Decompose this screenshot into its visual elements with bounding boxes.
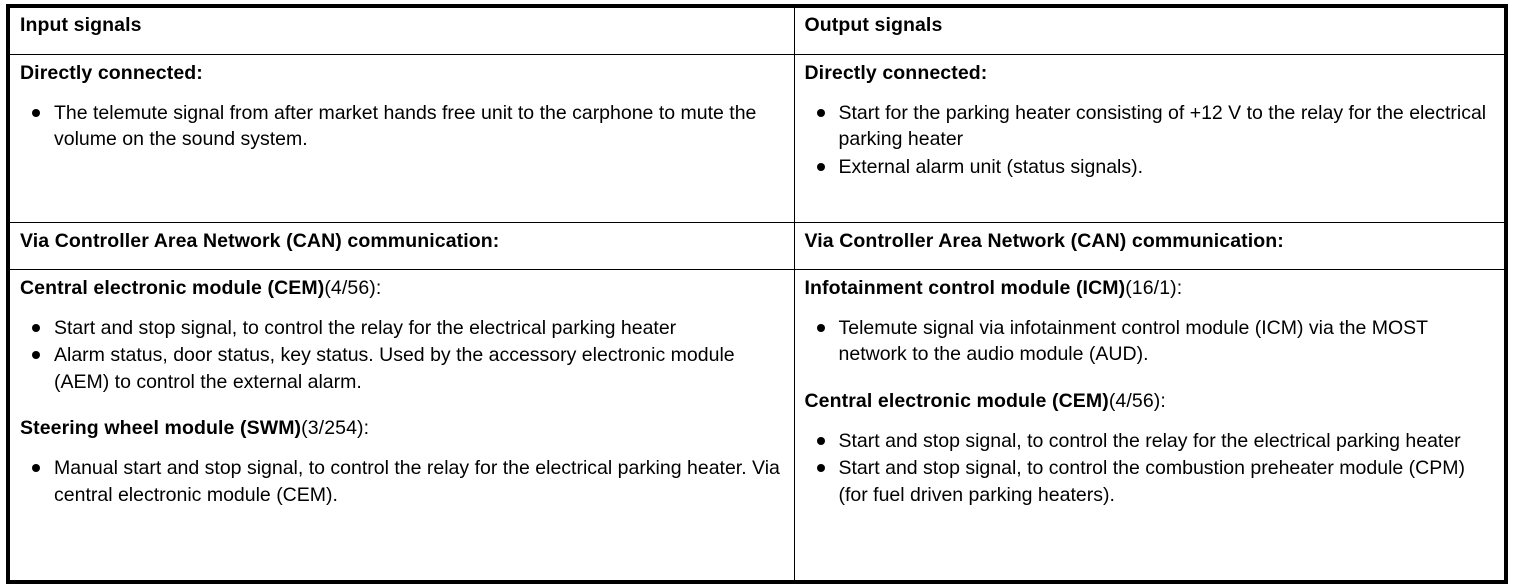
bullet-list-input-swm: Manual start and stop signal, to control…: [20, 455, 784, 508]
bullet-list-output-cem: Start and stop signal, to control the re…: [805, 428, 1495, 509]
table-row-can-details: Central electronic module (CEM)(4/56): S…: [10, 268, 1504, 580]
table-header-cell-input: Input signals: [10, 8, 795, 55]
cell-output-directly-connected: Directly connected: Start for the parkin…: [793, 53, 1504, 223]
list-item: Alarm status, door status, key status. U…: [20, 342, 784, 395]
table-row-directly-connected: Directly connected: The telemute signal …: [10, 53, 1504, 223]
cell-output-can-details: Infotainment control module (ICM)(16/1):…: [793, 268, 1504, 580]
module-name-swm-input: Steering wheel module (SWM): [20, 417, 302, 440]
table-row-can-communication: Via Controller Area Network (CAN) commun…: [10, 221, 1504, 270]
column-header-input-signals: Input signals: [20, 14, 142, 36]
heading-directly-connected-input: Directly connected:: [20, 61, 203, 84]
heading-can-communication-input: Via Controller Area Network (CAN) commun…: [20, 229, 500, 252]
signals-table: Input signals Output signals Directly co…: [6, 4, 1508, 584]
bullet-list-input-cem: Start and stop signal, to control the re…: [20, 315, 784, 396]
cell-input-directly-connected: Directly connected: The telemute signal …: [10, 53, 795, 223]
heading-module-cem-input: Central electronic module (CEM)(4/56):: [20, 275, 784, 301]
bullet-list-output-directly-connected: Start for the parking heater consisting …: [805, 100, 1495, 181]
list-item: Start and stop signal, to control the re…: [20, 315, 784, 342]
heading-module-icm-output: Infotainment control module (ICM)(16/1):: [805, 275, 1495, 301]
list-item: Telemute signal via infotainment control…: [805, 315, 1495, 368]
bullet-list-input-directly-connected: The telemute signal from after market ha…: [20, 100, 784, 153]
module-name-icm-output: Infotainment control module (ICM): [804, 276, 1126, 299]
list-item: Start and stop signal, to control the re…: [805, 428, 1495, 455]
list-item: Start and stop signal, to control the co…: [805, 455, 1495, 508]
module-code-icm-output: (16/1):: [1125, 276, 1183, 299]
heading-directly-connected-output: Directly connected:: [804, 61, 988, 84]
cell-input-can-heading: Via Controller Area Network (CAN) commun…: [10, 221, 795, 270]
cell-output-can-heading: Via Controller Area Network (CAN) commun…: [793, 221, 1504, 270]
list-item: External alarm unit (status signals).: [805, 154, 1495, 181]
column-header-output-signals: Output signals: [804, 14, 943, 36]
module-name-cem-output: Central electronic module (CEM): [804, 389, 1109, 412]
list-item: Start for the parking heater consisting …: [805, 100, 1495, 153]
module-code-cem-output: (4/56):: [1108, 389, 1166, 412]
table-header-row: Input signals Output signals: [10, 8, 1504, 55]
module-code-swm-input: (3/254):: [301, 417, 370, 440]
module-code-cem-input: (4/56):: [324, 276, 382, 299]
heading-module-swm-input: Steering wheel module (SWM)(3/254):: [20, 415, 784, 441]
list-item: Manual start and stop signal, to control…: [20, 455, 784, 508]
heading-module-cem-output: Central electronic module (CEM)(4/56):: [805, 388, 1495, 414]
module-name-cem-input: Central electronic module (CEM): [20, 276, 325, 299]
signals-table-grid: Input signals Output signals Directly co…: [10, 8, 1504, 580]
list-item: The telemute signal from after market ha…: [20, 100, 784, 153]
bullet-list-output-icm: Telemute signal via infotainment control…: [805, 315, 1495, 368]
heading-can-communication-output: Via Controller Area Network (CAN) commun…: [804, 229, 1284, 252]
cell-input-can-details: Central electronic module (CEM)(4/56): S…: [10, 268, 795, 580]
table-header-cell-output: Output signals: [793, 8, 1504, 55]
